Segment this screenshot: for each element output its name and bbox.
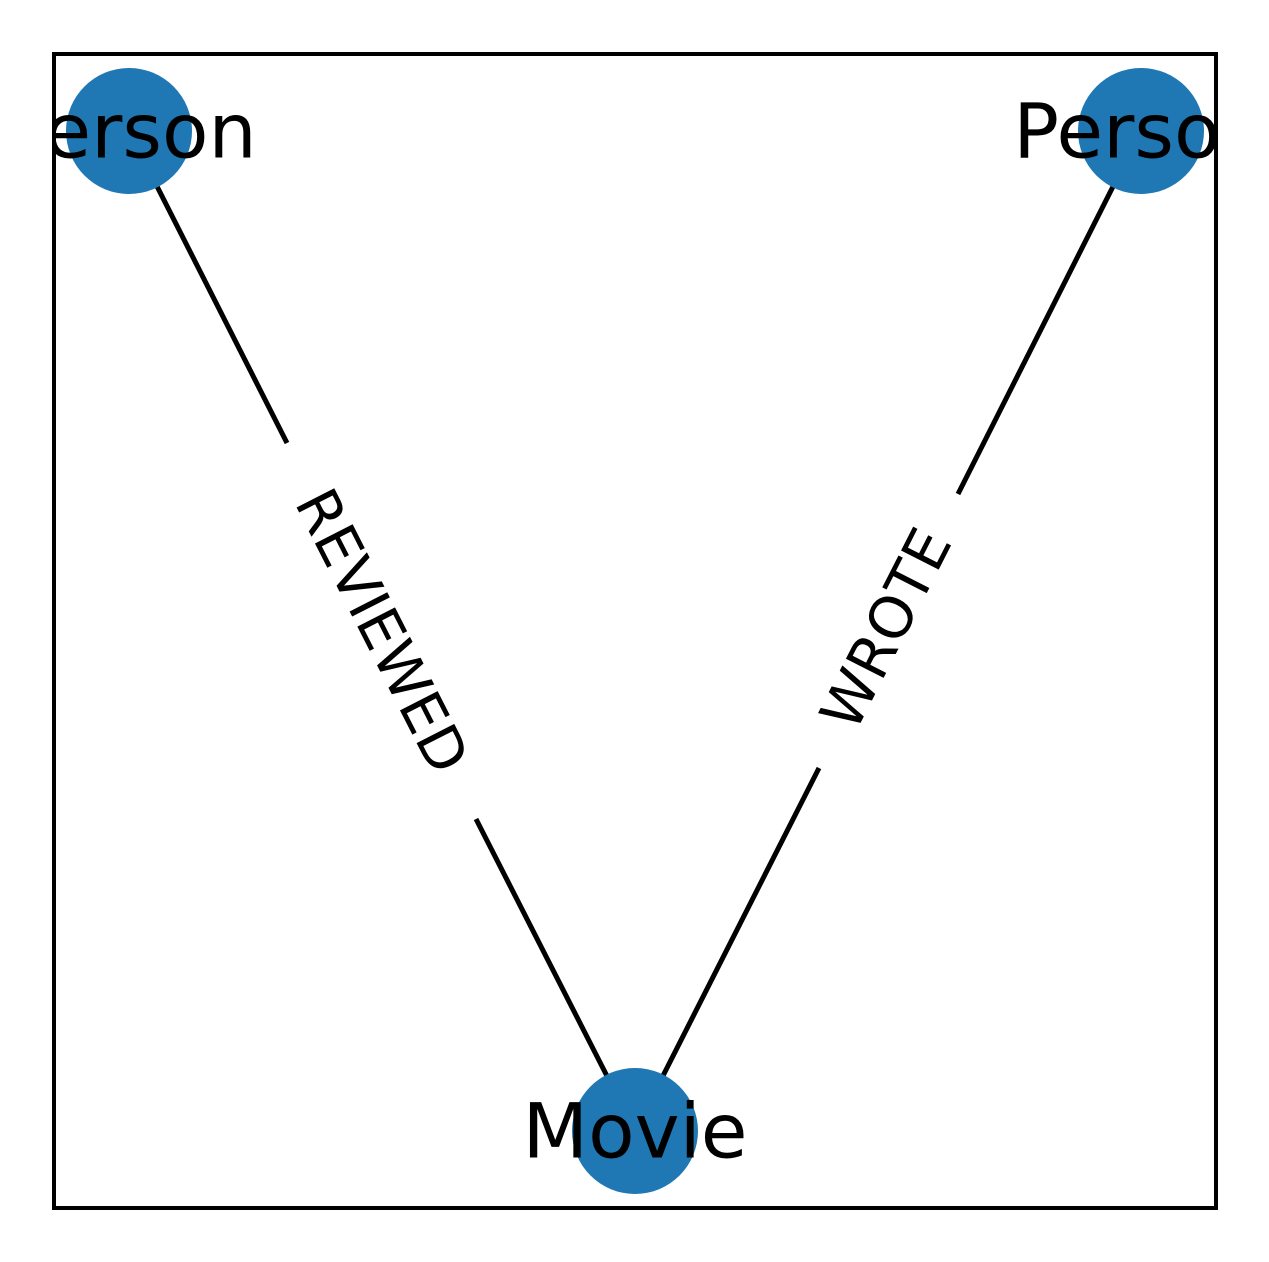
node-label: Movie <box>523 1087 748 1176</box>
node-movie: Movie <box>523 1068 748 1194</box>
node-person-right: Person <box>1013 68 1268 194</box>
node-circle <box>572 1068 698 1194</box>
node-label: Person <box>1 87 256 176</box>
plot-frame <box>52 52 1218 1210</box>
edge-label-wrote: WROTE <box>807 518 965 741</box>
edge-line-wrote-lower <box>632 766 822 1133</box>
node-label: Person <box>1013 87 1268 176</box>
node-person-left: Person <box>1 68 257 194</box>
edge-line-wrote-upper <box>955 129 1144 496</box>
node-circle <box>66 68 192 194</box>
edge-reviewed: REVIEWED <box>126 129 638 1133</box>
edge-wrote: WROTE <box>632 129 1144 1133</box>
edge-label-reviewed: REVIEWED <box>282 478 483 784</box>
node-circle <box>1078 68 1204 194</box>
